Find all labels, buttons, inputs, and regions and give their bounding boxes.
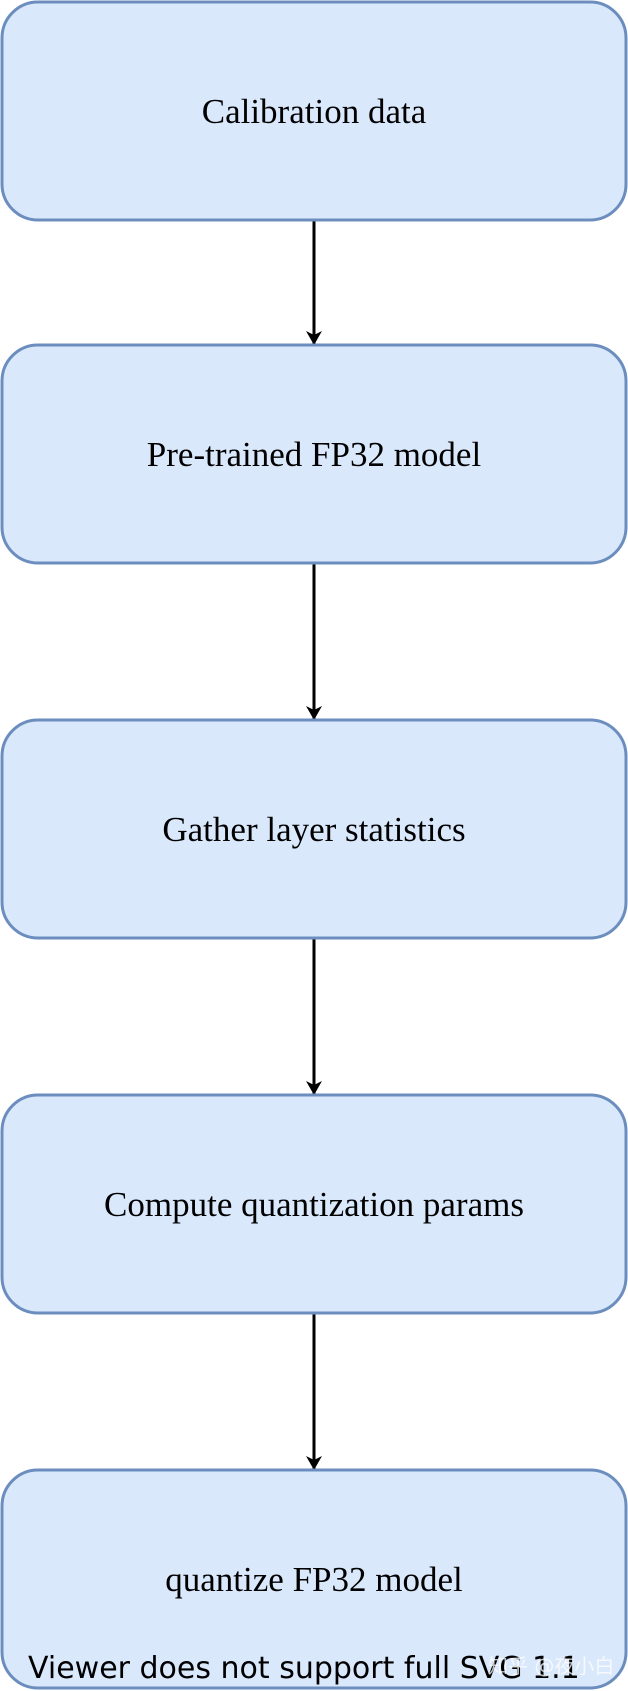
flow-node-box	[0, 0, 628, 222]
flow-node-quantize-model: quantize FP32 model	[0, 1468, 628, 1690]
flow-node-label: Pre-trained FP32 model	[147, 435, 482, 474]
flow-node-pretrained-model: Pre-trained FP32 model	[0, 343, 628, 565]
svg-support-notice: Viewer does not support full SVG 1.1	[28, 1651, 580, 1686]
watermark-text: 知乎 @夜小白	[488, 1654, 614, 1678]
flow-node-label: Gather layer statistics	[162, 810, 465, 849]
flow-node-label: Calibration data	[202, 92, 427, 131]
flow-node-box	[0, 1093, 628, 1315]
flow-node-box	[0, 1468, 628, 1690]
flow-node-gather-stats: Gather layer statistics	[0, 718, 628, 940]
flow-node-box	[0, 343, 628, 565]
flow-node-compute-params: Compute quantization params	[0, 1093, 628, 1315]
flow-node-label: quantize FP32 model	[165, 1560, 463, 1599]
flow-node-box	[0, 718, 628, 940]
flow-node-calibration-data: Calibration data	[0, 0, 628, 222]
flow-node-label: Compute quantization params	[104, 1185, 524, 1224]
